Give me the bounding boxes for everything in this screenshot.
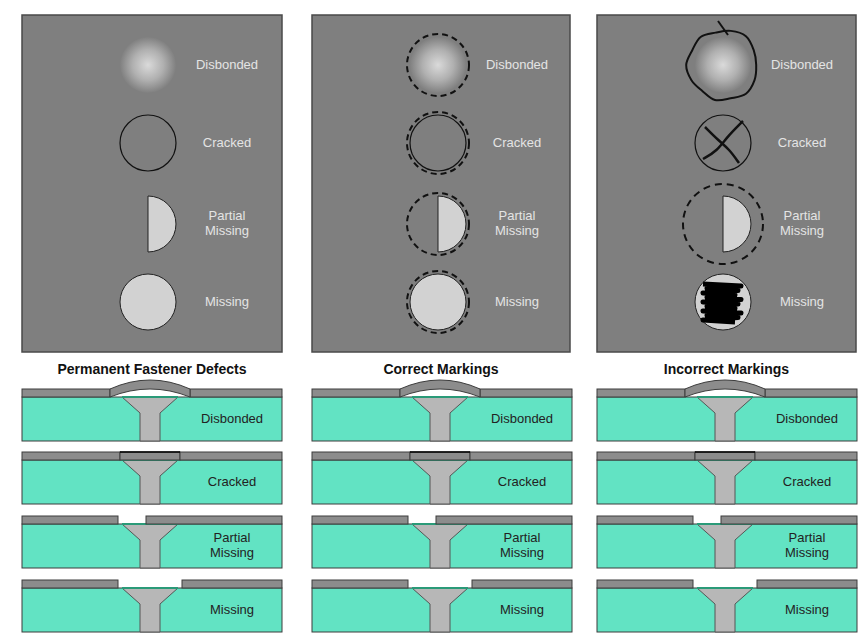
cross-section-box: Disbonded xyxy=(597,397,857,441)
cross-section-box: Cracked xyxy=(312,460,572,504)
cross-section-drawing xyxy=(312,380,572,441)
defect-label: Disbonded xyxy=(190,412,274,427)
cross-section-drawing xyxy=(22,380,282,441)
symbol-panel: DisbondedCrackedPartial MissingMissingCo… xyxy=(312,15,570,352)
panel-caption: Correct Markings xyxy=(292,361,590,377)
cross-section-drawing xyxy=(597,452,857,504)
panel-ground xyxy=(597,15,856,352)
defect-label: Disbonded xyxy=(760,58,844,73)
cross-section-box: Missing xyxy=(22,588,282,632)
cross-section-box: Partial Missing xyxy=(22,524,282,568)
cross-section-box: Cracked xyxy=(597,460,857,504)
cross-section-box: Missing xyxy=(597,588,857,632)
defect-label: Missing xyxy=(480,603,564,618)
defect-label: Missing xyxy=(765,603,849,618)
defect-label: Disbonded xyxy=(185,58,269,73)
defect-label: Partial Missing xyxy=(190,531,274,561)
defect-label: Partial Missing xyxy=(760,209,844,239)
cross-section-drawing xyxy=(22,516,282,568)
defect-label: Missing xyxy=(190,603,274,618)
cross-section-drawing xyxy=(597,516,857,568)
panel-caption: Permanent Fastener Defects xyxy=(2,361,302,377)
defect-label: Missing xyxy=(760,295,844,310)
cross-section-drawing xyxy=(312,516,572,568)
cross-section-drawing xyxy=(312,452,572,504)
defect-symbols xyxy=(683,21,763,330)
defect-label: Cracked xyxy=(190,475,274,490)
defect-label: Disbonded xyxy=(475,58,559,73)
defect-label: Partial Missing xyxy=(480,531,564,561)
panel-caption: Incorrect Markings xyxy=(577,361,863,377)
cross-section-box: Disbonded xyxy=(22,397,282,441)
cross-section-drawing xyxy=(312,580,572,632)
defect-label: Cracked xyxy=(475,136,559,151)
cross-section-box: Cracked xyxy=(22,460,282,504)
defect-symbols xyxy=(120,37,176,330)
defect-label: Missing xyxy=(475,295,559,310)
defect-label: Cracked xyxy=(185,136,269,151)
cross-section-drawing xyxy=(597,380,857,441)
defect-label: Partial Missing xyxy=(475,209,559,239)
defect-label: Cracked xyxy=(480,475,564,490)
cross-section-drawing xyxy=(22,580,282,632)
defect-label: Disbonded xyxy=(480,412,564,427)
cross-section-box: Disbonded xyxy=(312,397,572,441)
defect-label: Disbonded xyxy=(765,412,849,427)
defect-label: Missing xyxy=(185,295,269,310)
cross-section-box: Missing xyxy=(312,588,572,632)
cross-section-box: Partial Missing xyxy=(312,524,572,568)
defect-label: Partial Missing xyxy=(765,531,849,561)
defect-label: Cracked xyxy=(765,475,849,490)
cross-section-box: Partial Missing xyxy=(597,524,857,568)
cross-section-drawing xyxy=(22,452,282,504)
symbol-panel: DisbondedCrackedPartial MissingMissingIn… xyxy=(597,15,856,352)
symbol-panel: DisbondedCrackedPartial MissingMissingPe… xyxy=(22,15,282,352)
defect-label: Partial Missing xyxy=(185,209,269,239)
panel-ground xyxy=(22,15,282,352)
panel-ground xyxy=(312,15,570,352)
defect-symbols xyxy=(407,34,469,333)
defect-label: Cracked xyxy=(760,136,844,151)
cross-section-drawing xyxy=(597,580,857,632)
